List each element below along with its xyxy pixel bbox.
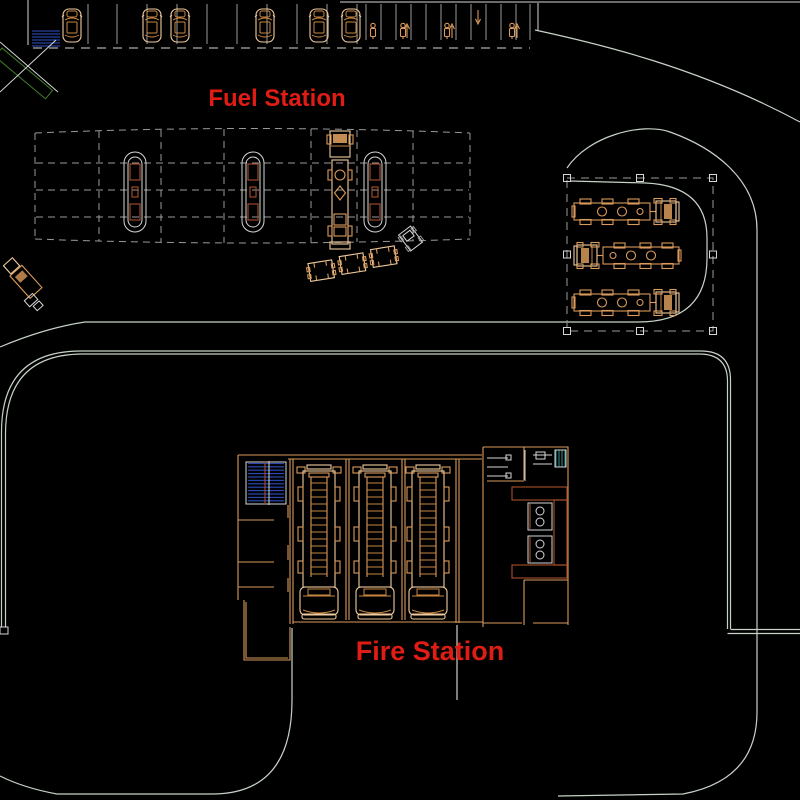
fire-truck-icon: [352, 464, 398, 620]
road-loop-inner: [4, 353, 729, 629]
car-icon: [254, 8, 276, 43]
car-icon: [308, 8, 330, 43]
washroom-fixtures: [487, 449, 567, 481]
canopy-tanker-truck-icon: [326, 130, 354, 250]
tanker-parking-area: [563, 174, 717, 335]
direction-arrow-icon: [513, 23, 521, 39]
motorcycle-icon: [369, 22, 377, 40]
fire-truck-icon: [296, 464, 342, 620]
small-truck-icon: [2, 256, 44, 312]
stove-icon: [527, 502, 553, 531]
teal-fixture: [554, 449, 567, 468]
tug-train-icon: [305, 225, 425, 283]
car-icon: [141, 8, 163, 43]
direction-arrow-icon: [448, 23, 456, 39]
motorcycle-icon: [399, 22, 407, 40]
stove-icon: [527, 535, 553, 564]
road-bottom-left: [0, 628, 293, 795]
roads: [0, 29, 800, 797]
motorcycle-icon: [508, 22, 516, 40]
staircase: [245, 461, 287, 505]
kitchen-counter: [511, 486, 568, 579]
car-icon: [61, 8, 83, 43]
fuel-station-canopy: [34, 128, 471, 250]
tow-tractor-icon: [397, 225, 425, 253]
top-parking-row: [33, 1, 800, 49]
fire-station-building: [237, 446, 569, 661]
tanker-truck-icon: [573, 241, 682, 270]
car-icon: [340, 8, 362, 43]
road-inner-hook: [0, 180, 708, 348]
moto-stall-lines: [365, 4, 531, 40]
fuel-island: [241, 151, 265, 233]
car-icon: [169, 8, 191, 43]
crosswalk-stripes: [32, 30, 60, 47]
landscape-strip: [0, 39, 59, 100]
fire-truck-icon: [405, 464, 451, 620]
road-right-edge: [557, 128, 758, 797]
left-edge-features: [0, 0, 60, 100]
motorcycle-icon: [443, 22, 451, 40]
road-top-curve: [534, 29, 800, 123]
fuel-island: [363, 151, 387, 233]
road-loop-outer: [0, 350, 732, 629]
fuel-station-label: Fuel Station: [208, 85, 345, 112]
fuel-island: [123, 151, 147, 233]
direction-arrow-icon: [474, 9, 482, 25]
fire-station-label: Fire Station: [356, 636, 505, 666]
tanker-truck-icon: [571, 197, 680, 226]
car-stall-lines: [87, 4, 358, 44]
tanker-truck-icon: [571, 288, 680, 317]
road-end-cap: [0, 626, 9, 635]
